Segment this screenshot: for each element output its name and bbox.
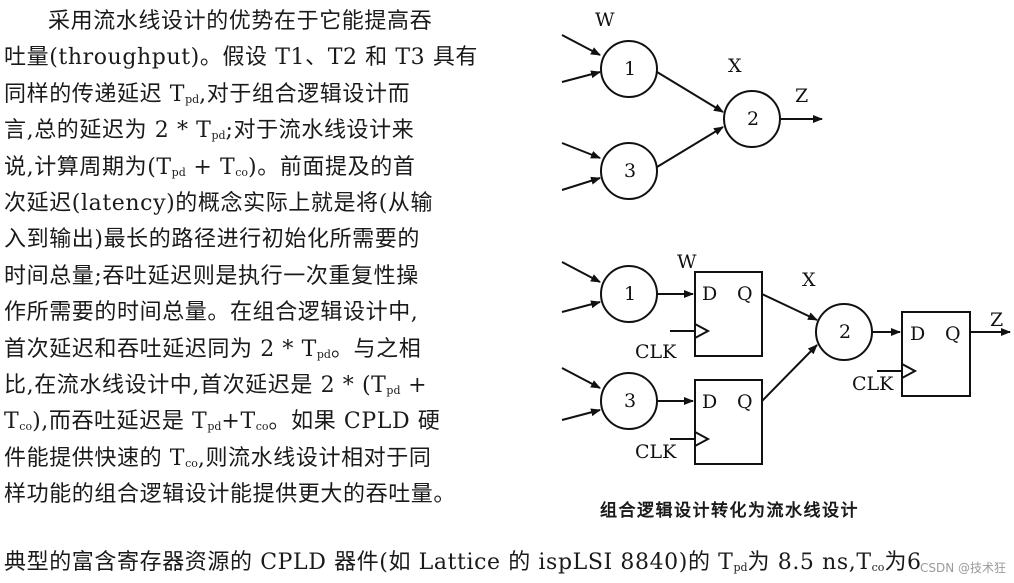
svg-text:D: D — [910, 323, 925, 345]
register-1 — [694, 271, 763, 357]
text-line: 同样的传递延迟 Tpd,对于组合逻辑设计而 — [4, 81, 411, 107]
clk-label: CLK — [635, 341, 677, 363]
gate-1 — [600, 40, 658, 98]
text-line: 入到输出)最长的路径进行初始化所需要的 — [4, 227, 420, 253]
text-line: 样功能的组合逻辑设计能提供更大的吞吐量。 — [4, 482, 457, 508]
gate-3 — [600, 142, 658, 200]
text-line: 比,在流水线设计中,首次延迟是 2 * (Tpd + — [4, 372, 428, 398]
gate-3-label: 3 — [624, 160, 636, 182]
pipeline-diagram: W 1 3 X 2 Z 1 W D Q CLK 3 D — [561, 9, 1011, 465]
text-line: 言,总的延迟为 2 * Tpd;对于流水线设计来 — [4, 118, 415, 144]
text-line: 吐量(throughput)。假设 T1、T2 和 T3 具有 — [4, 45, 479, 71]
text-line: 采用流水线设计的优势在于它能提高吞 — [48, 9, 433, 34]
svg-text:Q: Q — [737, 391, 753, 413]
svg-text:D: D — [702, 391, 717, 413]
pipe-gate-2-label: 2 — [839, 321, 851, 343]
label-w: W — [595, 9, 615, 31]
text-line: 件能提供快速的 Tco,则流水线设计相对于同 — [4, 445, 432, 471]
clk-label: CLK — [852, 373, 894, 395]
final-text-line: 典型的富含寄存器资源的 CPLD 器件(如 Lattice 的 ispLSI 8… — [4, 550, 922, 575]
pipelined-diagram: 1 W D Q CLK 3 D Q CLK X 2 D Q CLK Z — [561, 251, 1011, 465]
pipe-label-x: X — [802, 269, 816, 291]
pipe-gate-3-label: 3 — [624, 390, 636, 412]
label-x: X — [728, 55, 742, 77]
pipe-label-z: Z — [990, 309, 1003, 331]
figure-caption: 组合逻辑设计转化为流水线设计 — [600, 501, 859, 521]
clk-label: CLK — [635, 441, 677, 463]
pipe-gate-1-label: 1 — [624, 283, 636, 305]
text-line: 首次延迟和吞吐延迟同为 2 * Tpd。与之相 — [4, 336, 422, 362]
text-line: 作所需要的时间总量。在组合逻辑设计中, — [4, 300, 419, 326]
text-line: 时间总量;吞吐延迟则是执行一次重复性操 — [4, 263, 419, 289]
register-2 — [901, 311, 971, 397]
text-line: 说,计算周期为(Tpd + Tco)。前面提及的首 — [4, 154, 416, 180]
text-line: 次延迟(latency)的概念实际上就是将(从输 — [4, 190, 434, 216]
combinational-diagram: W 1 3 X 2 Z — [561, 9, 823, 200]
text-line: Tco),而吞吐延迟是 Tpd+Tco。如果 CPLD 硬 — [4, 409, 441, 435]
svg-text:Q: Q — [945, 323, 961, 345]
gate-1-label: 1 — [624, 58, 636, 80]
label-z: Z — [795, 85, 808, 107]
register-3 — [694, 379, 763, 465]
body-paragraph: 采用流水线设计的优势在于它能提高吞 吐量(throughput)。假设 T1、T… — [4, 4, 504, 513]
watermark: CSDN @技术狂 — [919, 561, 1006, 575]
gate-2-label: 2 — [747, 108, 759, 130]
svg-text:D: D — [702, 283, 717, 305]
svg-text:Q: Q — [737, 283, 753, 305]
pipe-label-w: W — [677, 251, 697, 273]
